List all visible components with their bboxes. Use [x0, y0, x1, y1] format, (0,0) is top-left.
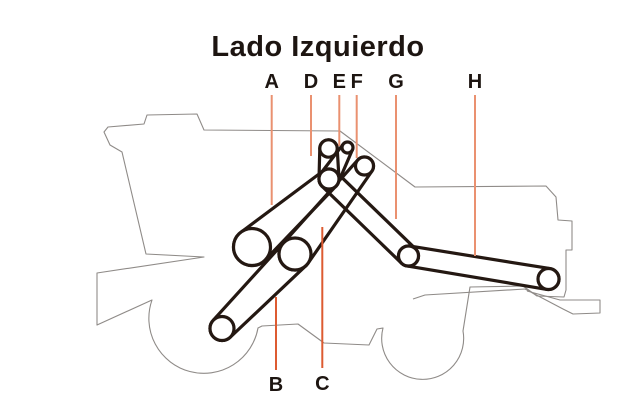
leader-line-group — [270, 95, 476, 370]
pulley-F — [353, 155, 376, 177]
page-title: Lado Izquierdo — [211, 31, 424, 63]
callout-label-H: H — [468, 71, 482, 93]
pulley-A — [231, 226, 273, 268]
machine-outline-group — [96, 113, 601, 380]
pulley-H — [536, 266, 561, 292]
pulley-B — [208, 314, 236, 343]
callout-label-C: C — [315, 373, 329, 395]
pulley-E — [340, 140, 355, 155]
machine-rear-lower-outline — [412, 288, 601, 315]
pulley-C — [277, 236, 313, 272]
callout-label-A: A — [264, 71, 278, 93]
pulley-G — [396, 244, 421, 268]
belt-path-G-H — [396, 244, 561, 292]
pulley-M — [317, 167, 341, 191]
pulley-group — [208, 138, 561, 343]
machine-body-outline — [96, 113, 573, 380]
pulley-D — [318, 138, 339, 159]
callout-label-F: F — [351, 71, 363, 93]
callout-label-G: G — [388, 71, 404, 93]
callout-label-D: D — [304, 71, 318, 93]
callout-label-B: B — [269, 374, 283, 396]
callout-label-E: E — [333, 71, 346, 93]
